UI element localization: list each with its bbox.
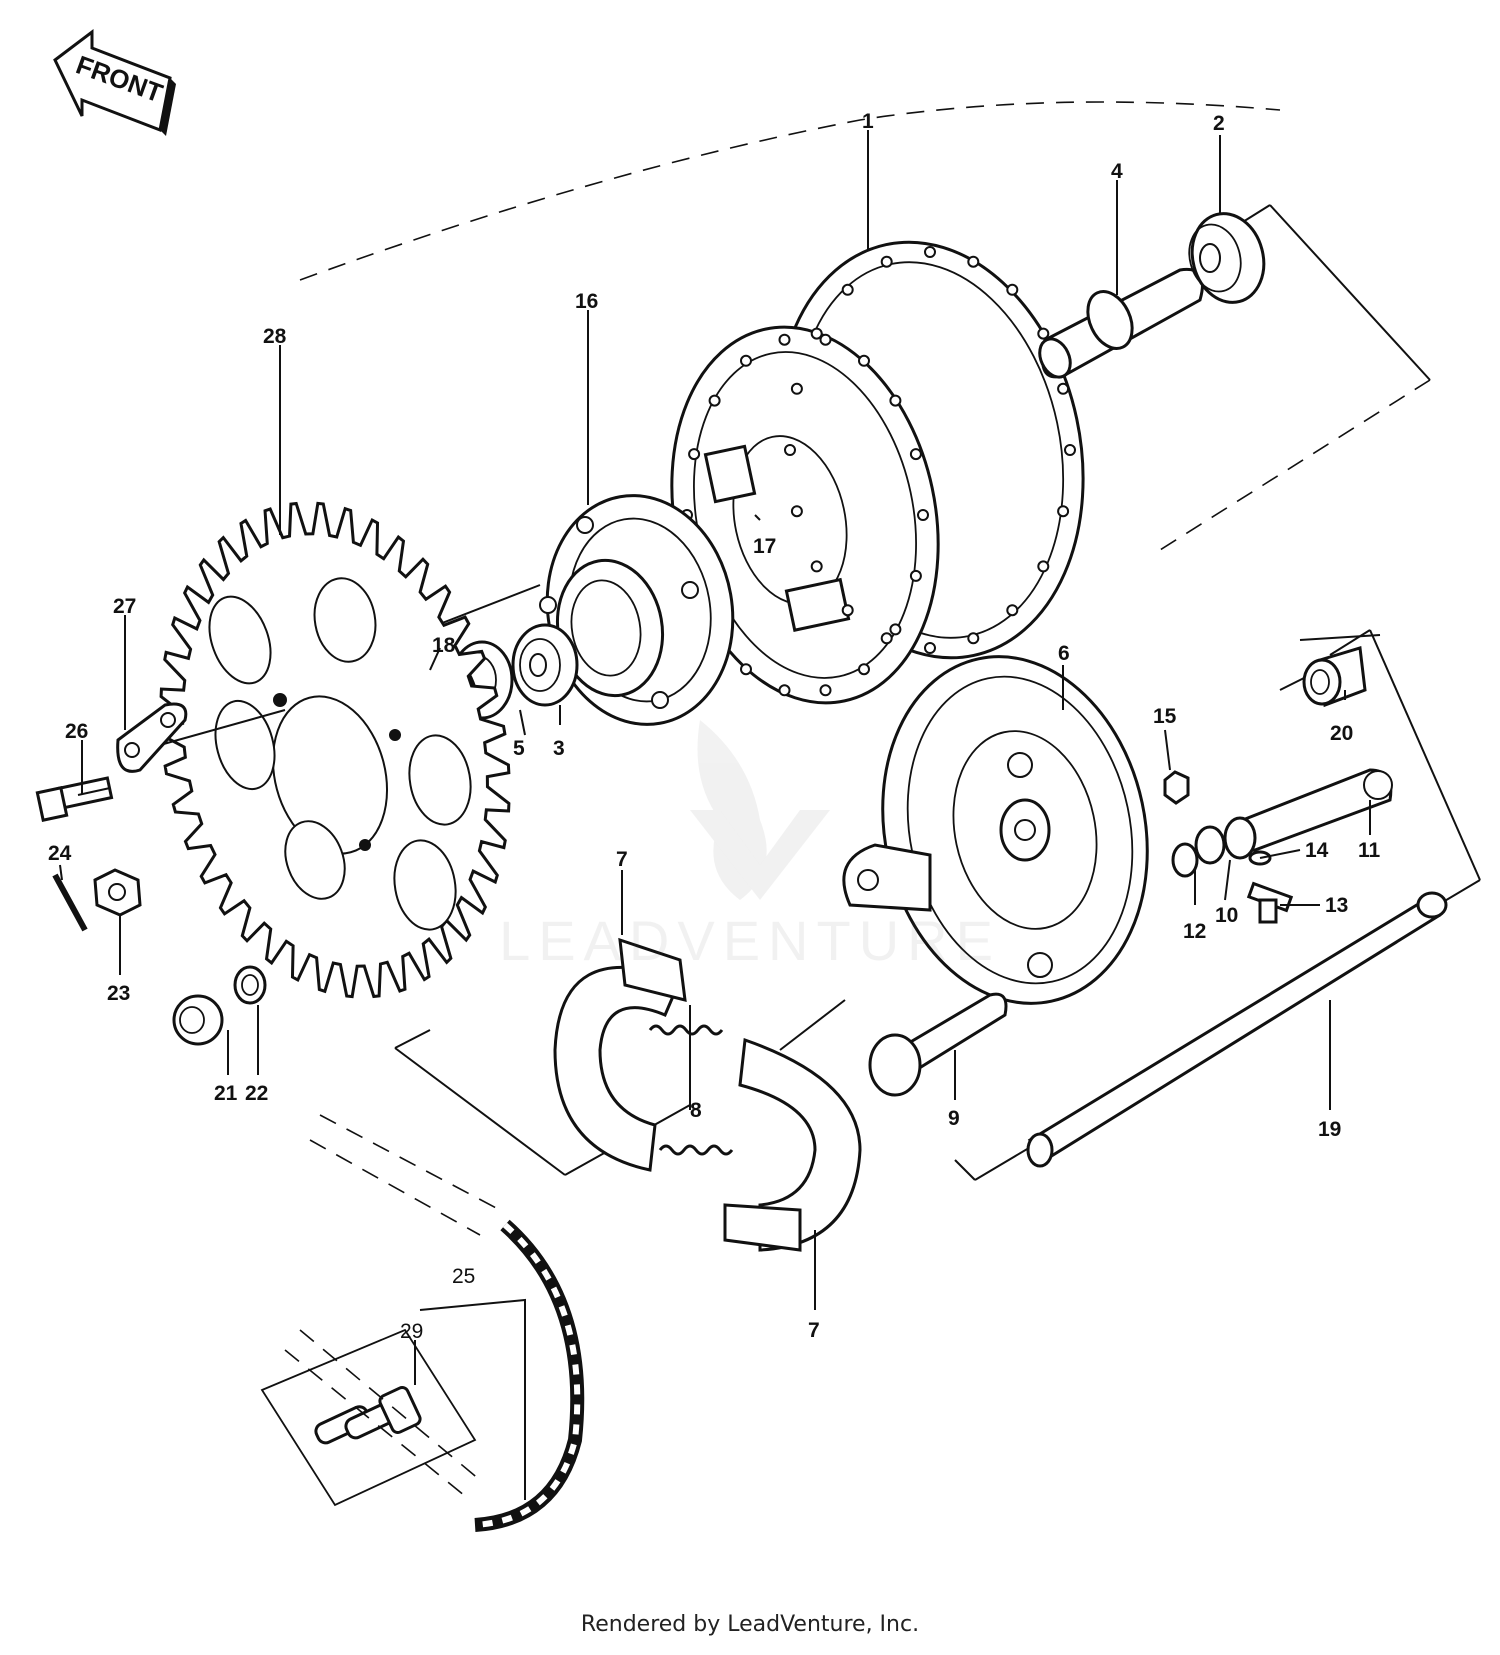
cam-washer xyxy=(1171,825,1226,878)
spoke-hole xyxy=(909,448,922,461)
callout-29: 29 xyxy=(400,1320,423,1343)
callout-18: 18 xyxy=(432,634,456,657)
callout-5: 5 xyxy=(513,737,525,760)
callout-27: 27 xyxy=(113,595,136,618)
spoke-hole xyxy=(1064,444,1076,456)
spoke-hole xyxy=(889,394,902,407)
axle-collar xyxy=(1302,646,1367,708)
callout-28: 28 xyxy=(263,325,287,348)
callout-6: 6 xyxy=(1058,642,1070,665)
spoke-hole xyxy=(819,684,832,697)
spoke-hole xyxy=(858,354,870,367)
callout-2: 2 xyxy=(1213,112,1225,135)
watermark-text: LEADVENTURE xyxy=(499,909,1001,972)
spoke-hole xyxy=(708,394,721,407)
callout-7a: 7 xyxy=(616,848,628,871)
spoke-hole xyxy=(1006,604,1019,617)
wheel-bearing xyxy=(1188,212,1266,304)
rear-axle xyxy=(1026,891,1448,1168)
spoke-hole xyxy=(1057,382,1070,395)
spoke-hole xyxy=(810,327,823,340)
cotter-pin xyxy=(52,873,88,932)
brake-cam-lever xyxy=(1223,768,1393,860)
callout-4: 4 xyxy=(1111,160,1123,183)
callout-labels: 1 2 4 16 28 17 27 18 6 15 20 26 5 3 24 1… xyxy=(48,110,1381,1343)
callout-24: 24 xyxy=(48,842,72,865)
bearing-3 xyxy=(511,623,579,707)
brake-shoe-springs xyxy=(648,1024,734,1156)
sprocket-washer xyxy=(233,965,267,1005)
spoke-hole xyxy=(858,663,870,676)
front-arrow-icon: FRONT xyxy=(53,28,176,136)
spoke-hole xyxy=(790,505,803,518)
leader-lines xyxy=(59,130,1371,1500)
spoke-hole xyxy=(967,632,980,645)
sprocket-collar xyxy=(172,994,224,1046)
spoke-hole xyxy=(880,632,893,645)
callout-14: 14 xyxy=(1305,839,1329,862)
sprocket-coupling xyxy=(539,494,735,726)
drive-chain xyxy=(474,1219,585,1532)
sprocket-bolt xyxy=(35,776,114,822)
rear-hub xyxy=(670,240,1085,705)
spoke-hole xyxy=(1006,283,1019,296)
callout-26: 26 xyxy=(65,720,88,743)
callout-21: 21 xyxy=(214,1082,238,1105)
callout-16: 16 xyxy=(575,290,598,313)
spoke-hole xyxy=(1037,560,1050,573)
spoke-hole xyxy=(880,255,893,268)
spoke-hole xyxy=(967,255,980,268)
lever-bolt xyxy=(1246,881,1294,924)
spoke-hole xyxy=(924,642,936,654)
callout-25: 25 xyxy=(452,1265,475,1288)
master-link xyxy=(260,1328,477,1507)
spoke-hole xyxy=(917,509,929,521)
spoke-hole xyxy=(784,444,796,456)
spoke-hole xyxy=(1037,327,1050,340)
sprocket-nut xyxy=(93,868,142,917)
chain-guide-lines xyxy=(284,1114,501,1501)
callout-10: 10 xyxy=(1215,904,1238,927)
rear-sprocket xyxy=(159,501,511,999)
spoke-hole xyxy=(1057,505,1070,518)
spoke-hole xyxy=(778,333,791,346)
callout-1: 1 xyxy=(862,110,874,133)
brake-shoe-lower xyxy=(723,1037,862,1252)
spoke-hole xyxy=(841,283,854,296)
callout-20: 20 xyxy=(1330,722,1353,745)
spoke-hole xyxy=(740,354,752,367)
callout-12: 12 xyxy=(1183,920,1206,943)
spoke-hole xyxy=(924,246,936,258)
spoke-hole xyxy=(841,604,854,617)
watermark: LEADVENTURE xyxy=(499,720,1001,972)
lock-plate xyxy=(116,702,188,773)
spoke-hole xyxy=(889,623,902,636)
callout-7b: 7 xyxy=(808,1319,820,1342)
brake-panel xyxy=(842,655,1149,1005)
callout-23: 23 xyxy=(107,982,130,1005)
spoke-hole xyxy=(909,569,922,582)
callout-22: 22 xyxy=(245,1082,268,1105)
spoke-hole xyxy=(819,333,832,346)
render-credit: Rendered by LeadVenture, Inc. xyxy=(580,1612,920,1637)
callout-8: 8 xyxy=(690,1099,702,1122)
axle-spacer xyxy=(1038,267,1204,379)
spoke-hole xyxy=(790,382,803,395)
callout-11: 11 xyxy=(1358,839,1381,862)
spoke-hole xyxy=(688,448,701,461)
spoke-hole xyxy=(740,663,752,676)
brake-cam xyxy=(868,992,1008,1097)
callout-17: 17 xyxy=(753,535,776,558)
callout-13: 13 xyxy=(1325,894,1348,917)
callout-3: 3 xyxy=(553,737,565,760)
callout-9: 9 xyxy=(948,1107,960,1130)
callout-19: 19 xyxy=(1318,1118,1341,1141)
panel-nut xyxy=(1163,770,1190,805)
spoke-hole xyxy=(778,684,791,697)
spoke-hole xyxy=(810,560,823,573)
brake-shoe-upper xyxy=(553,937,687,1172)
callout-15: 15 xyxy=(1153,705,1177,728)
